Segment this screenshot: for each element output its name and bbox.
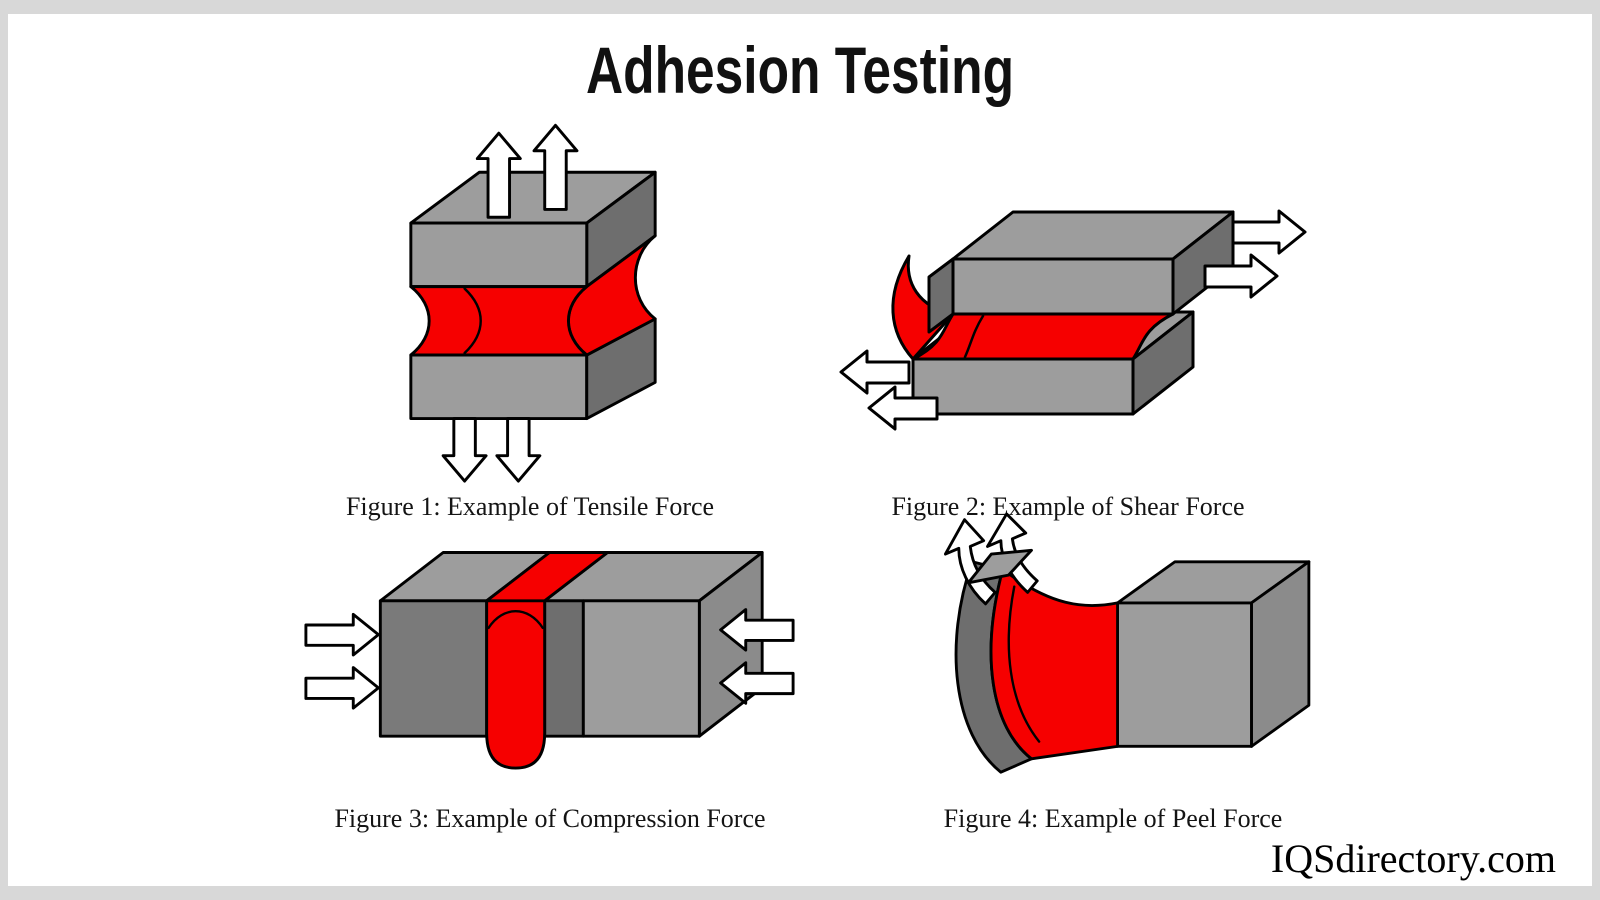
compression-right-block-front-shaded	[543, 599, 585, 738]
figure-1-caption: Figure 1: Example of Tensile Force	[345, 492, 715, 521]
down-arrow-1	[441, 417, 488, 483]
peel-block-front-face	[1116, 601, 1253, 748]
push-left-arrow-1	[719, 608, 795, 652]
tensile-top-block-front-face	[409, 221, 589, 289]
shear-adhesive-meniscus-line	[963, 314, 985, 359]
left-arrow-1	[839, 349, 911, 395]
page-title: Adhesion Testing	[585, 33, 1015, 107]
figure-3-caption: Figure 3: Example of Compression Force	[334, 804, 766, 833]
compression-left-block-front-face	[378, 599, 489, 738]
figure-tensile	[318, 96, 748, 487]
peel-strip-tip-flap	[966, 548, 1033, 585]
figure-4-caption: Figure 4: Example of Peel Force	[943, 804, 1283, 833]
figure-2-caption: Figure 2: Example of Shear Force	[891, 492, 1245, 521]
tensile-bottom-block-front-face	[409, 353, 589, 421]
push-right-arrow-1	[304, 612, 380, 657]
page-background: Adhesion Testing Figure 1: Example of Te…	[8, 14, 1592, 886]
right-arrow-2	[1203, 253, 1279, 299]
watermark: IQSdirectory.com	[1270, 836, 1556, 881]
down-arrow-2	[495, 417, 542, 483]
compression-adhesive-front	[485, 599, 547, 770]
push-left-arrow-2	[719, 661, 795, 705]
right-arrow-1	[1231, 209, 1307, 255]
up-arrow-1	[475, 131, 522, 219]
shear-adhesive-left-wedge	[891, 254, 955, 361]
push-right-arrow-2	[304, 666, 380, 710]
left-arrow-2	[867, 385, 939, 431]
up-arrow-2	[532, 123, 579, 211]
shear-diagram	[839, 209, 1307, 431]
shear-adhesive-front	[911, 312, 1175, 361]
figure-shear	[833, 164, 1313, 454]
tensile-diagram	[409, 123, 657, 483]
tensile-adhesive-meniscus-line	[463, 287, 482, 355]
shear-top-block-front-face	[951, 257, 1175, 316]
compression-diagram	[304, 551, 795, 770]
tensile-adhesive-front	[409, 285, 589, 357]
peel-diagram	[943, 512, 1311, 774]
figure-peel	[888, 512, 1328, 799]
shear-bottom-block-front-face	[911, 357, 1135, 416]
figure-compression	[298, 509, 801, 799]
peel-adhesive-curve-line	[1007, 585, 1041, 743]
compression-adhesive-arch-line	[487, 610, 544, 630]
compression-right-block-front-face	[581, 599, 701, 738]
